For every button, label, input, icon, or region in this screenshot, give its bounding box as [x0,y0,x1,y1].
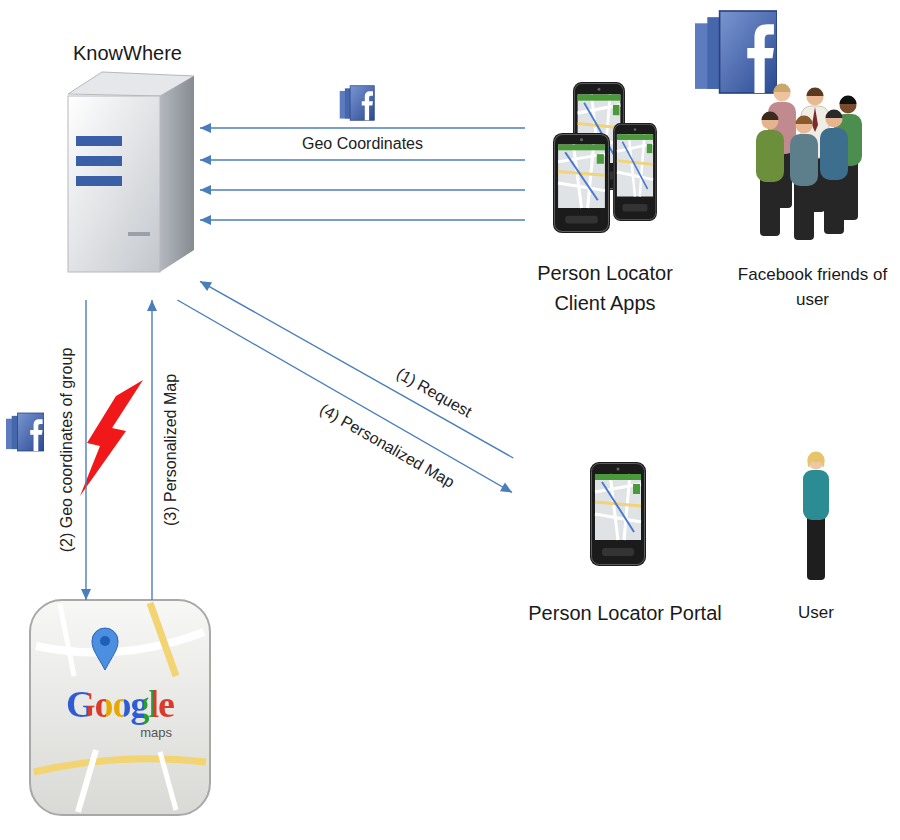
map-street [36,632,204,652]
map-street [160,752,176,810]
server-slot [128,232,150,236]
logo-subtitle: maps [30,725,210,741]
server-stripe [76,156,122,166]
client-apps-node: Person Locator Client Apps [525,75,685,318]
logo-wordmark: Google [66,683,174,725]
connector-arrow [81,300,91,600]
person-head [840,97,857,114]
arrowhead [200,185,211,195]
connector-line [151,300,152,600]
connector-arrow [200,215,525,225]
connector-arrow [200,123,525,133]
connector-arrow [200,155,525,165]
person-hair [796,116,813,125]
person-legs [760,176,780,236]
maps-icon-node: Googlemaps [30,600,210,815]
person-head [826,111,843,128]
server-stripe [76,176,122,186]
server-front [68,96,160,272]
person-hair [774,84,791,93]
facebook-icon [6,413,44,451]
portal-node: Person Locator Portal [512,458,738,630]
arrowhead [500,483,512,493]
connector-line [200,127,525,128]
server-side [160,76,194,272]
node-label: User [778,600,854,626]
edge-label: (2) Geo coordinates of group [57,345,77,556]
arrowhead [147,300,157,311]
person-torso [790,134,818,186]
node-label: KnowWhere [55,41,200,65]
connector-arrow [177,300,512,492]
node-label: Person Locator Client Apps [525,258,685,318]
map-street [60,604,74,676]
person-head [807,89,824,106]
person-hair [762,112,779,121]
map-street [78,750,96,812]
person-torso [756,130,784,182]
connector-line [200,189,525,190]
connector-line [200,219,525,220]
lightning-bolt [80,380,143,496]
server-node: KnowWhere [55,35,200,300]
arrowhead [200,281,212,291]
person-head [796,117,813,134]
map-pin [92,628,118,670]
edge-label: Geo Coordinates [299,134,426,154]
node-label: Facebook friends of user [735,262,890,312]
node-label: Person Locator Portal [512,600,738,626]
phone-icon [613,123,657,221]
person-head [808,453,825,470]
friends-group-node: Facebook friends of user [735,85,890,315]
connector-arrow [200,185,525,195]
person-tie [812,107,818,132]
person-head [762,113,779,130]
connector-arrow [147,300,157,600]
map-pin-dot [100,636,110,646]
arrowhead [200,155,211,165]
person-legs [824,174,844,234]
server-stripe [76,136,122,146]
arrowhead [81,589,91,600]
person-legs [794,180,814,240]
facebook-logo [695,11,777,93]
person-head [774,85,791,102]
user-node: User [778,450,854,630]
phone-icon [553,133,610,233]
person-hair [808,452,825,468]
phone-icon [590,462,646,566]
person-hair [840,96,857,105]
edge-label: (3) Personalized Map [161,371,181,529]
arrowhead [200,123,211,133]
connector-line [177,300,512,492]
map-road [150,603,176,676]
facebook-icon [340,86,375,121]
arrowhead [200,215,211,225]
person-torso [820,128,848,180]
connector-line [85,300,86,600]
edge-label: (4) Personalized Map [314,398,461,494]
person-hair [807,88,824,97]
person-hair [826,110,843,119]
maps-icon-ground [30,600,210,815]
person-torso [803,470,829,520]
edge-label: (1) Request [390,362,478,423]
person-legs [807,512,825,580]
map-road [34,759,206,772]
connector-line [200,159,525,160]
